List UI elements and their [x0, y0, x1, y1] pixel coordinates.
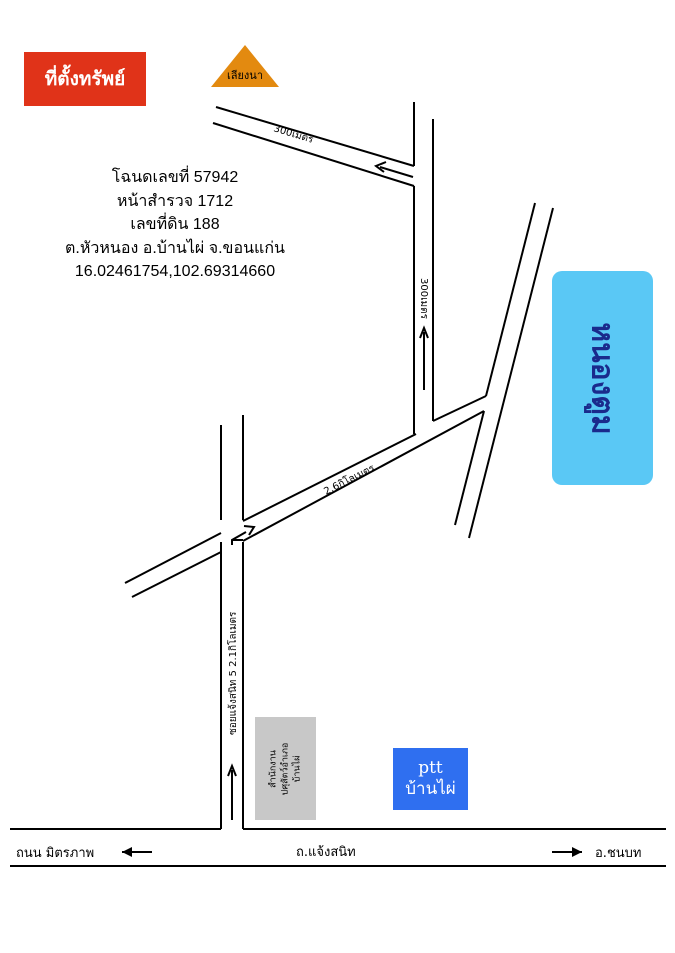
- coordinates: 16.02461754,102.69314660: [74, 263, 276, 280]
- main-road-chaengsanit: [10, 828, 666, 867]
- top-diagonal-road: [212, 106, 415, 187]
- office-line-2: ปศุสัตว์อำเภอ: [280, 742, 291, 795]
- property-location-badge: ที่ตั้งทรัพย์: [24, 52, 146, 106]
- arrow-up-soi: [227, 763, 237, 820]
- ptt-branch-label: บ้านไผ่: [405, 779, 456, 799]
- highway-right: [454, 202, 554, 539]
- land-number: เลขที่ดิน 188: [130, 216, 220, 233]
- office-line-1: สำนักงาน: [268, 749, 279, 788]
- soi-road-vertical: [220, 415, 244, 829]
- distance-diagonal-road: 2.6กิโลเมตร: [321, 461, 377, 498]
- deed-info: โฉนดเลขที่ 57942 หน้าสำรวจ 1712 เลขที่ดิ…: [40, 166, 310, 284]
- office-line-3: บ้านไผ่: [292, 755, 303, 782]
- nong-toom-label: หนองตูม: [585, 321, 620, 435]
- livestock-office: สำนักงานปศุสัตว์อำเภอบ้านไผ่: [255, 717, 316, 820]
- office-label: สำนักงานปศุสัตว์อำเภอบ้านไผ่: [267, 742, 303, 795]
- road-left-label: ถนน มิตรภาพ: [16, 846, 94, 861]
- landmark-label: เลียงนา: [227, 69, 263, 82]
- nong-toom-lake: หนองตูม: [552, 271, 653, 485]
- diagonal-road: [124, 395, 487, 598]
- deed-number: โฉนดเลขที่ 57942: [111, 169, 239, 186]
- arrow-right-bottom: [552, 847, 582, 857]
- ptt-station: ptt บ้านไผ่: [393, 748, 468, 810]
- road-right-label: อ.ชนบท: [595, 846, 641, 861]
- direction-arrows: [122, 161, 582, 857]
- arrow-up-vertical: [419, 325, 429, 390]
- arrow-left-top: [373, 161, 414, 178]
- ptt-label: ptt: [418, 757, 443, 778]
- property-location-label: ที่ตั้งทรัพย์: [44, 68, 126, 90]
- address: ต.หัวหนอง อ.บ้านไผ่ จ.ขอนแก่น: [65, 239, 285, 257]
- distance-vertical-road: 300เมตร: [418, 278, 429, 320]
- survey-page: หน้าสำรวจ 1712: [116, 192, 234, 210]
- soi-label: ซอยแจ้งสนิท 5 2.1กิโลเมตร: [226, 611, 239, 735]
- upper-vertical-road: [413, 102, 434, 434]
- landmark-triangle: เลียงนา: [211, 45, 279, 87]
- road-center-label: ถ.แจ้งสนิท: [296, 845, 356, 860]
- arrow-left-bottom: [122, 847, 152, 857]
- arrow-diagonal: [231, 525, 256, 545]
